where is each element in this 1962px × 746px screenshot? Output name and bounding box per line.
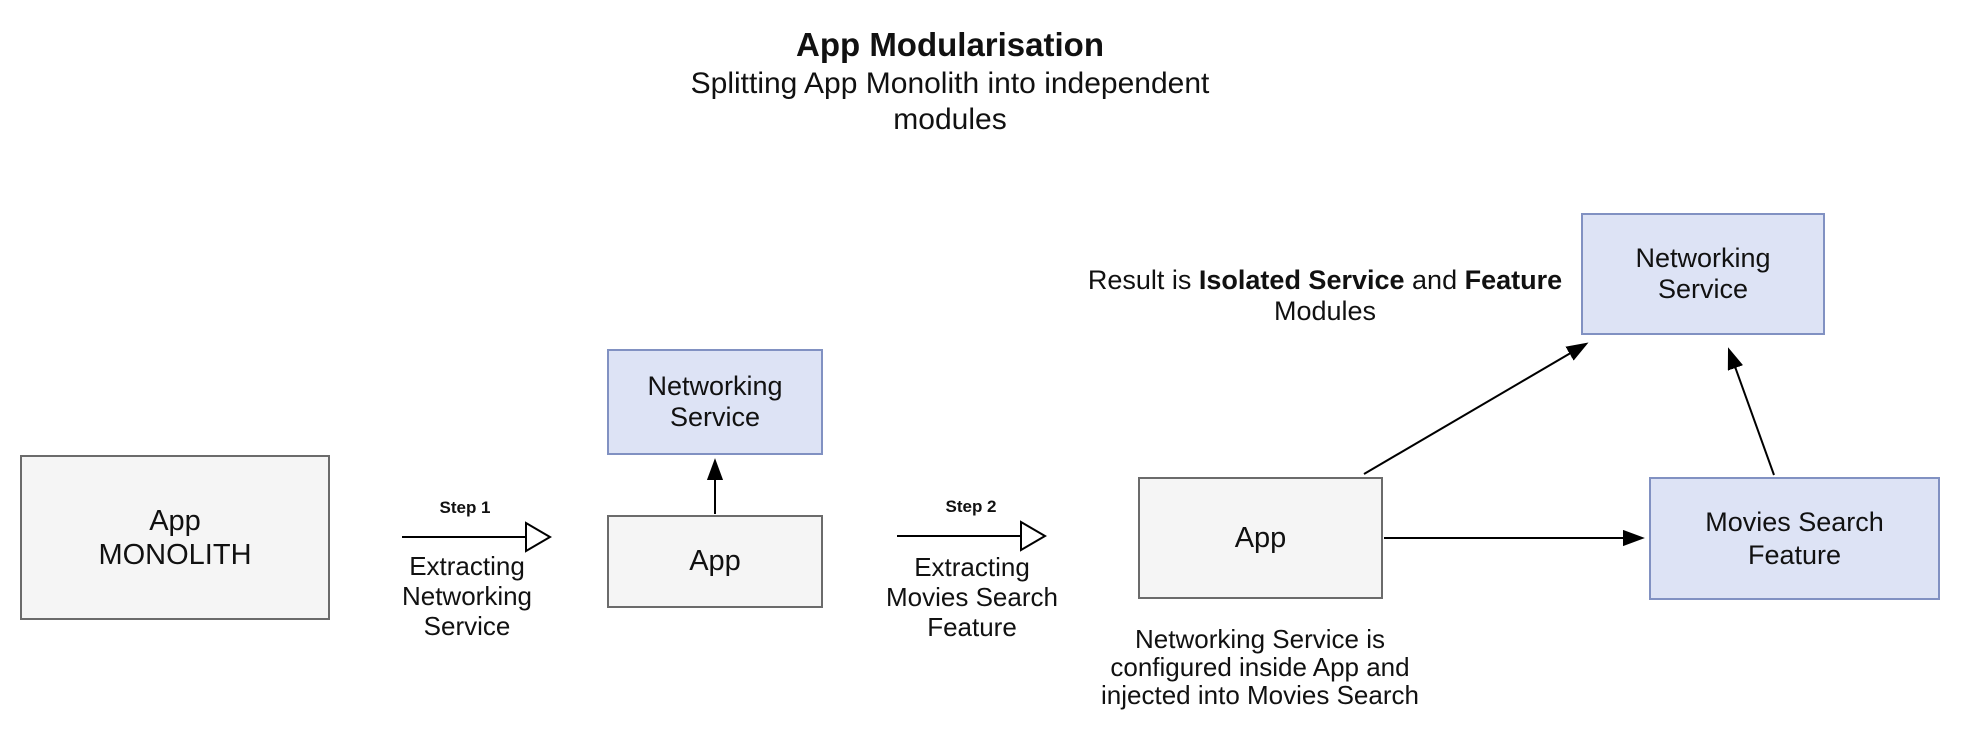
result-note-middle: and xyxy=(1404,265,1465,295)
result-note-bold-feature: Feature xyxy=(1464,265,1563,295)
arrow-appright-to-ns xyxy=(1363,344,1586,475)
node-app-monolith-label: App MONOLITH xyxy=(98,504,252,571)
diagram-title: App Modularisation xyxy=(796,26,1104,63)
step1-description: Extracting Networking Service xyxy=(401,551,533,641)
step2-label: Step 2 xyxy=(945,497,997,516)
injection-note: Networking Service is configured inside … xyxy=(1101,624,1419,710)
result-note-prefix: Result is xyxy=(1087,265,1199,295)
result-note-bold-isolated-service: Isolated Service xyxy=(1198,265,1405,295)
step1-label: Step 1 xyxy=(439,498,491,517)
node-networking-service-mid: Networking Service xyxy=(607,349,823,455)
result-note-suffix: Modules xyxy=(1273,296,1377,326)
step1-arrow xyxy=(402,521,552,553)
node-networking-service-right-label: Networking Service xyxy=(1635,243,1771,304)
result-note: Result is Isolated Service and Feature M… xyxy=(1085,265,1565,327)
node-app-right: App xyxy=(1138,477,1383,599)
step2-arrow xyxy=(897,520,1047,552)
node-app-right-label: App xyxy=(1234,521,1287,554)
step2-description: Extracting Movies Search Feature xyxy=(886,552,1058,642)
node-app-mid-label: App xyxy=(689,545,741,577)
node-app-monolith: App MONOLITH xyxy=(20,455,330,620)
node-movies-search-feature: Movies Search Feature xyxy=(1649,477,1940,600)
node-app-mid: App xyxy=(607,515,823,608)
node-networking-service-right: Networking Service xyxy=(1581,213,1825,335)
diagram-subtitle: Splitting App Monolith into independent … xyxy=(690,67,1210,136)
node-movies-search-feature-label: Movies Search Feature xyxy=(1705,506,1884,570)
node-networking-service-mid-label: Networking Service xyxy=(647,371,783,432)
arrow-msf-to-ns xyxy=(1729,350,1775,476)
